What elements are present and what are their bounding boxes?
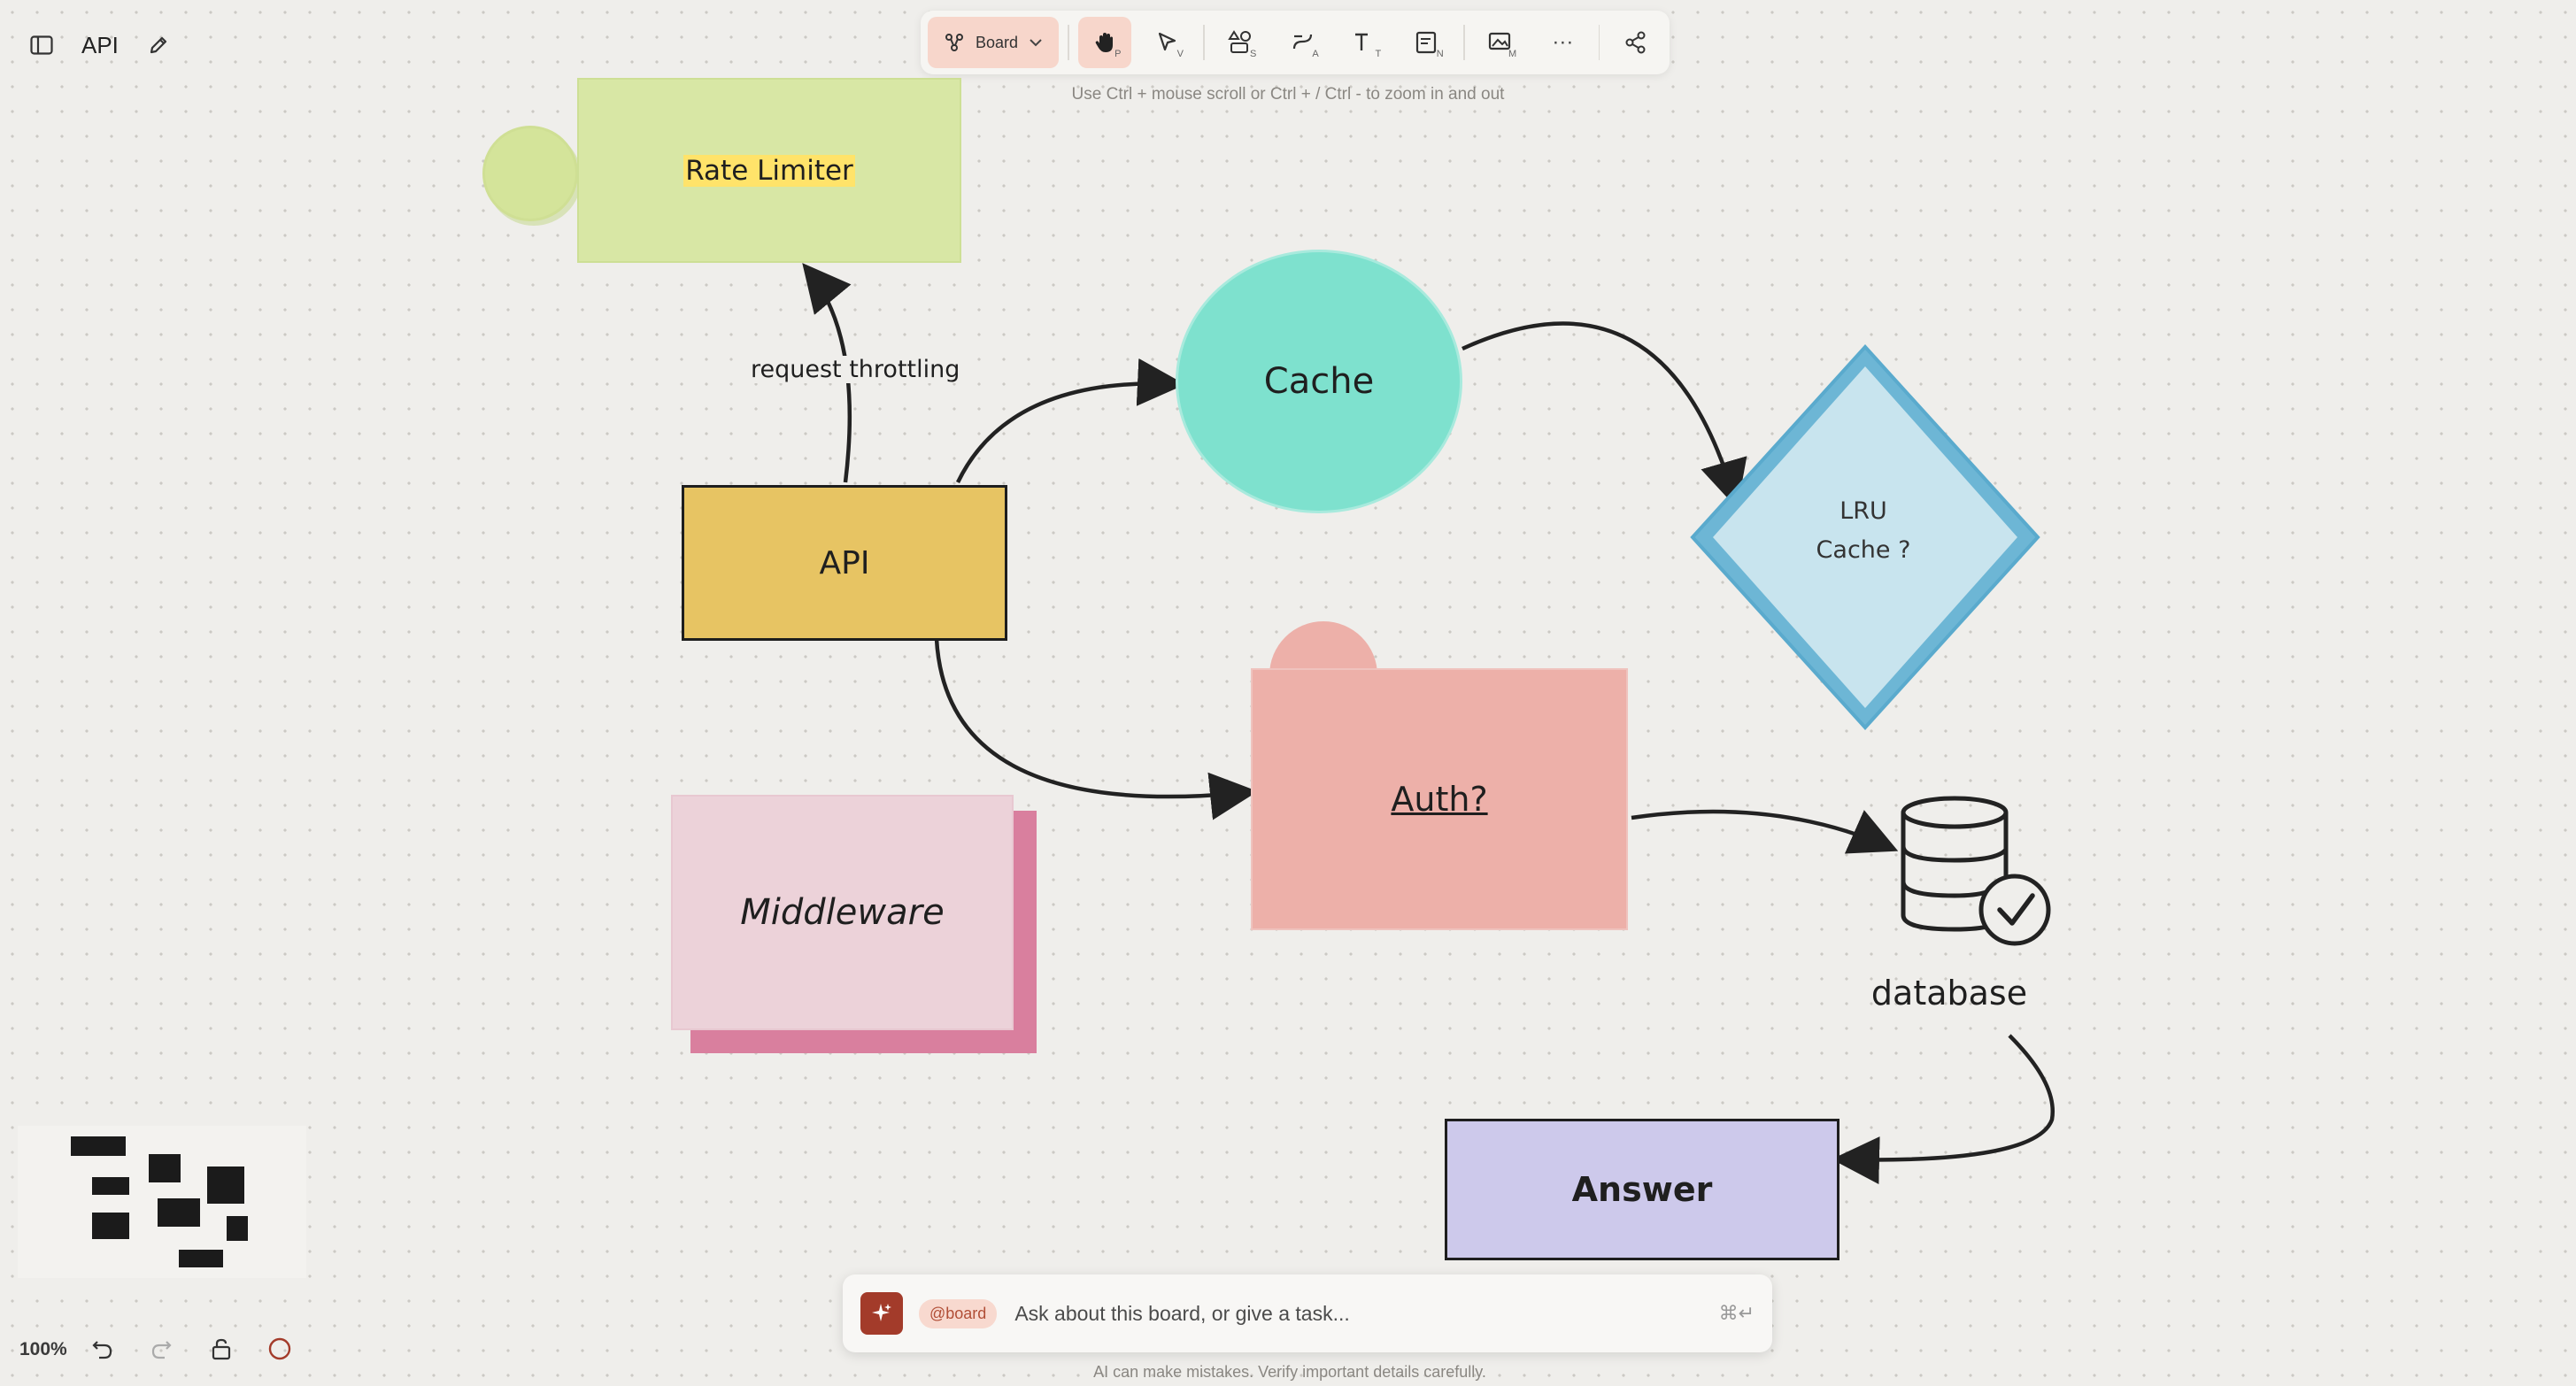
lock-icon <box>212 1338 231 1360</box>
lru-line1: LRU <box>1839 497 1887 525</box>
more-tools-button[interactable]: ··· <box>1536 17 1589 68</box>
connector-api-cache[interactable] <box>955 358 1185 483</box>
ai-sparkle-button[interactable] <box>860 1292 903 1335</box>
hand-tool-shortcut: P <box>1114 49 1122 59</box>
edit-title-icon[interactable] <box>143 30 174 60</box>
hand-icon <box>1095 33 1114 52</box>
connector-database-answer[interactable] <box>1832 1034 2055 1185</box>
minimap-node <box>158 1198 200 1227</box>
request-throttling-label: request throttling <box>749 356 962 383</box>
main-toolbar: Board P V S A T N M ··· <box>921 11 1670 74</box>
auth-node[interactable]: Auth? <box>1251 668 1628 930</box>
shapes-tool-shortcut: S <box>1249 49 1257 59</box>
select-tool-shortcut: V <box>1176 49 1184 59</box>
note-tool-button[interactable]: N <box>1400 17 1454 68</box>
lock-button[interactable] <box>205 1333 237 1365</box>
redo-button[interactable] <box>145 1333 177 1365</box>
text-tool-shortcut: T <box>1375 49 1382 59</box>
toolbar-divider <box>1598 25 1600 60</box>
toolbar-divider <box>1068 25 1069 60</box>
media-tool-button[interactable]: M <box>1474 17 1527 68</box>
minimap-node <box>71 1136 126 1156</box>
board-mode-label: Board <box>976 33 1019 51</box>
database-label: database <box>1870 974 2028 1013</box>
minimap[interactable] <box>18 1126 306 1278</box>
ai-disclaimer: AI can make mistakes. Verify important d… <box>1093 1363 1486 1381</box>
middleware-node[interactable]: Middleware <box>671 795 1014 1030</box>
share-icon <box>1625 31 1646 54</box>
minimap-node <box>92 1213 129 1239</box>
connector-auth-database[interactable] <box>1631 809 1899 854</box>
select-tool-button[interactable]: V <box>1140 17 1193 68</box>
connector-icon <box>1292 34 1312 50</box>
chevron-down-icon <box>1030 39 1042 47</box>
text-tool-button[interactable]: T <box>1338 17 1392 68</box>
media-tool-shortcut: M <box>1508 49 1517 59</box>
toolbar-divider <box>1462 25 1465 60</box>
cache-label: Cache <box>1263 361 1375 402</box>
connector-cache-lru[interactable] <box>1462 321 1747 509</box>
document-title[interactable]: API <box>81 31 119 58</box>
shapes-icon <box>1228 30 1252 53</box>
database-icon[interactable] <box>1891 793 2059 952</box>
status-button[interactable] <box>264 1333 296 1365</box>
note-icon <box>1416 31 1437 54</box>
minimap-node <box>149 1154 181 1182</box>
undo-button[interactable] <box>87 1333 119 1365</box>
middleware-label: Middleware <box>740 892 945 933</box>
rate-limiter-label: Rate Limiter <box>683 154 855 187</box>
ai-chat-input[interactable] <box>1013 1300 1703 1327</box>
api-node[interactable]: API <box>682 485 1007 641</box>
undo-icon <box>92 1341 112 1359</box>
lru-line2: Cache ? <box>1816 536 1911 564</box>
circle-icon <box>268 1337 291 1360</box>
minimap-node <box>92 1177 129 1195</box>
board-mode-button[interactable]: Board <box>928 17 1060 68</box>
image-icon <box>1488 32 1510 50</box>
board-context-tag[interactable]: @board <box>919 1298 998 1328</box>
connector-api-auth[interactable] <box>934 638 1258 820</box>
more-icon: ··· <box>1552 30 1574 54</box>
lru-cache-label: LRU Cache ? <box>1762 492 1965 570</box>
shapes-tool-button[interactable]: S <box>1214 17 1267 68</box>
minimap-node <box>227 1216 248 1241</box>
rate-limiter-circle[interactable] <box>482 126 578 221</box>
text-icon <box>1355 33 1368 50</box>
answer-label: Answer <box>1571 1170 1713 1209</box>
zoom-level[interactable]: 100% <box>19 1339 67 1359</box>
hand-tool-button[interactable]: P <box>1077 17 1132 68</box>
minimap-node <box>179 1250 223 1267</box>
board-icon <box>945 34 963 51</box>
answer-node[interactable]: Answer <box>1445 1119 1839 1260</box>
redo-icon <box>151 1341 172 1359</box>
toolbar-divider <box>1202 25 1205 60</box>
api-label: API <box>819 544 870 581</box>
sparkle-icon <box>872 1304 891 1321</box>
lru-cache-diamond[interactable] <box>1685 340 2045 735</box>
auth-label: Auth? <box>1391 780 1488 819</box>
minimap-node <box>207 1167 244 1204</box>
sidebar-toggle-icon[interactable] <box>27 30 57 60</box>
rate-limiter-sticky[interactable]: Rate Limiter <box>577 78 961 263</box>
share-button[interactable] <box>1608 17 1662 68</box>
note-tool-shortcut: N <box>1436 49 1444 59</box>
submit-shortcut-hint: ⌘↵ <box>1718 1302 1755 1324</box>
cache-node[interactable]: Cache <box>1176 250 1462 513</box>
document-header: API <box>11 14 189 76</box>
connector-tool-shortcut: A <box>1312 49 1319 59</box>
connector-tool-button[interactable]: A <box>1276 17 1329 68</box>
zoom-hint: Use Ctrl + mouse scroll or Ctrl + / Ctrl… <box>1071 85 1505 104</box>
ai-chat-bar: @board ⌘↵ <box>843 1274 1772 1352</box>
cursor-icon <box>1158 32 1176 51</box>
